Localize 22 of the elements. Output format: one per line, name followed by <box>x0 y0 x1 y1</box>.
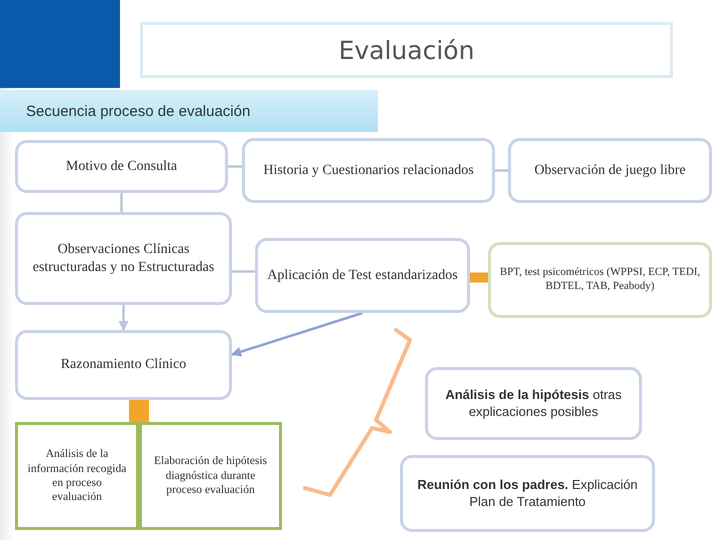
connector-line <box>232 270 255 273</box>
connector-dot <box>139 400 149 422</box>
title-box: Evaluación <box>140 22 673 78</box>
process-box: Observación de juego libre <box>508 138 712 203</box>
process-box: Análisis de la hipótesis otras explicaciones posibles <box>425 367 642 440</box>
connector-line <box>228 165 242 168</box>
connector-line <box>495 169 508 172</box>
process-box: Aplicación de Test estandarizados <box>255 238 470 313</box>
process-box: Motivo de Consulta <box>15 140 228 193</box>
connector-line <box>118 305 128 331</box>
connector-dot <box>129 400 139 422</box>
process-box: Reunión con los padres. Explicación Plan de Tratamiento <box>400 455 655 532</box>
connector-line <box>120 193 123 212</box>
process-box: Razonamiento Clínico <box>15 330 232 400</box>
note-box: Análisis de la información recogida en proceso evaluación <box>15 422 139 530</box>
process-box: Historia y Cuestionarios relacionados <box>242 138 495 203</box>
section-header-band: Secuencia proceso de evaluación <box>0 90 378 132</box>
note-box: BPT, test psicométricos (WPPSI, ECP, TEDI, BDTEL, TAB, Peabody) <box>488 242 712 318</box>
process-box: Observaciones Clínicas estructuradas y no Estructuradas <box>15 212 232 305</box>
connector-line <box>231 312 363 357</box>
note-box: Elaboración de hipótesis diagnóstica durante proceso evaluación <box>139 422 282 530</box>
connector-dot <box>470 272 488 282</box>
